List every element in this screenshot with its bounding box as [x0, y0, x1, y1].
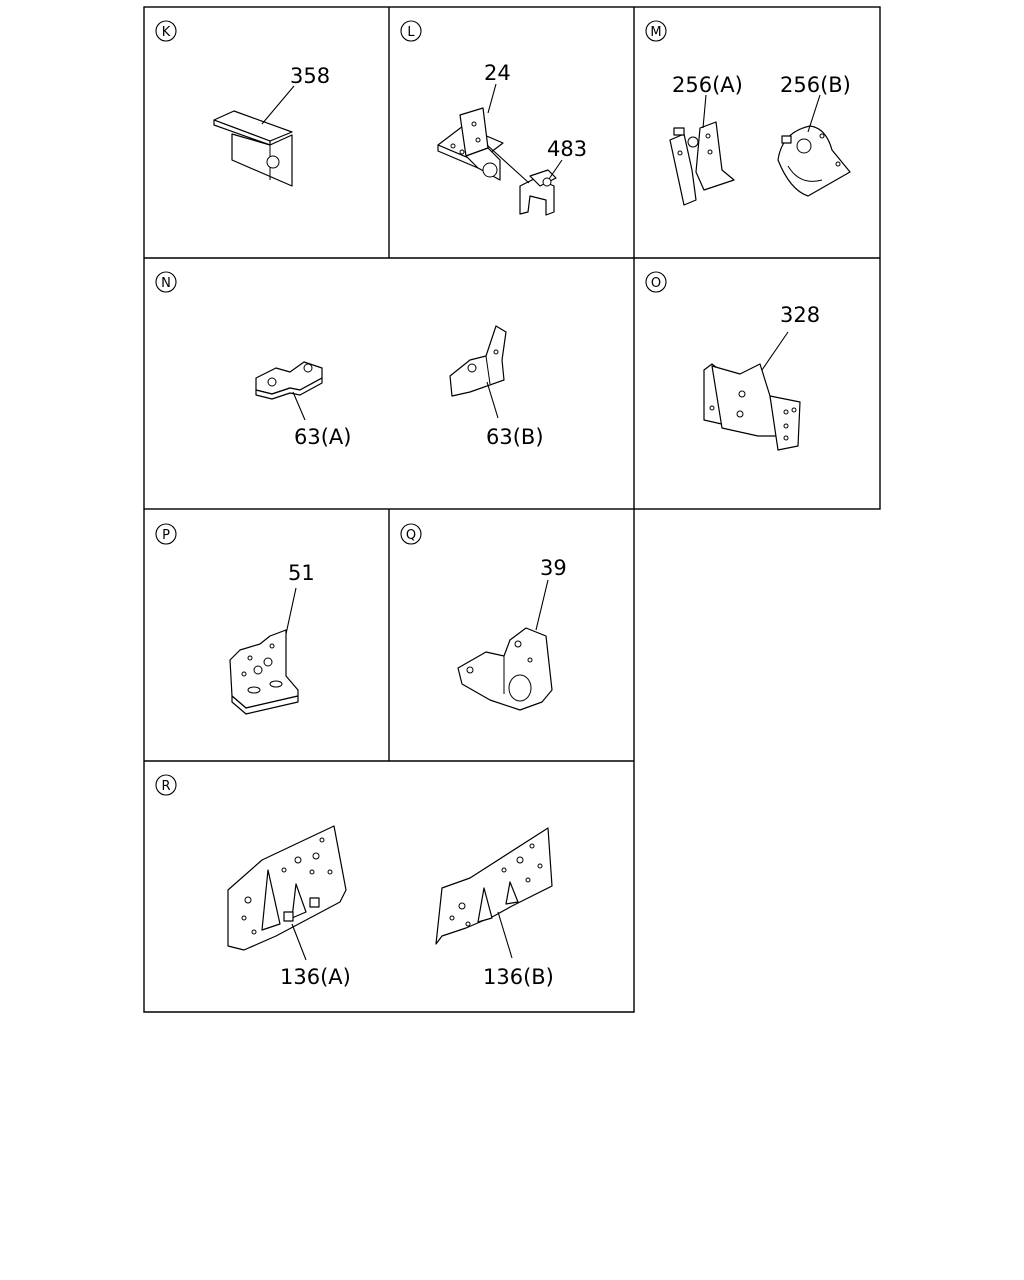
part-136a-drawing: [227, 825, 347, 951]
callout-label: 328: [780, 303, 820, 327]
callout-label: 51: [288, 561, 315, 585]
panel-o: O 328: [645, 271, 820, 451]
svg-text:P: P: [162, 528, 170, 543]
panel-p: P 51: [155, 523, 315, 715]
part-51-drawing: [229, 629, 299, 715]
panel-letter: M: [645, 20, 667, 42]
callout-label: 24: [484, 61, 511, 85]
svg-text:M: M: [650, 25, 661, 40]
callout-label: 358: [290, 64, 330, 88]
part-24-drawing: [437, 107, 504, 181]
svg-text:K: K: [162, 25, 171, 40]
panel-q: Q 39: [400, 523, 567, 711]
callout-label: 39: [540, 556, 567, 580]
callout-label: 256(B): [780, 73, 851, 97]
callout-label: 136(A): [280, 965, 351, 989]
panel-letter: L: [400, 20, 422, 42]
callout-label: 483: [547, 137, 587, 161]
panel-n: N 63(A) 63(B): [155, 271, 544, 449]
callout-label: 136(B): [483, 965, 554, 989]
part-63a-drawing: [255, 361, 323, 400]
svg-text:Q: Q: [406, 528, 416, 543]
callout-label: 63(B): [486, 425, 544, 449]
part-358-drawing: [213, 110, 293, 187]
panel-letter: P: [155, 523, 177, 545]
panel-letter: O: [645, 271, 667, 293]
callout-label: 256(A): [672, 73, 743, 97]
part-63b-drawing: [449, 325, 507, 397]
part-136b-drawing: [435, 827, 553, 945]
panel-m: M 256(A) 256(B): [645, 20, 851, 206]
callout-label: 63(A): [294, 425, 351, 449]
panel-k: K 358: [155, 20, 330, 187]
grid-frame: [143, 6, 881, 1013]
panel-letter: R: [155, 774, 177, 796]
part-256a-drawing: [669, 121, 735, 206]
panel-letter: N: [155, 271, 177, 293]
svg-text:L: L: [407, 25, 415, 40]
panel-letter: Q: [400, 523, 422, 545]
part-39-drawing: [457, 627, 553, 711]
panel-l: L 24 483: [400, 20, 587, 216]
panel-letter: K: [155, 20, 177, 42]
svg-text:N: N: [161, 276, 171, 291]
part-256b-drawing: [777, 125, 851, 197]
svg-text:O: O: [651, 276, 661, 291]
panel-r: R: [155, 774, 554, 989]
part-328-drawing: [703, 363, 801, 451]
part-483-drawing: [519, 169, 557, 216]
svg-text:R: R: [161, 779, 170, 794]
